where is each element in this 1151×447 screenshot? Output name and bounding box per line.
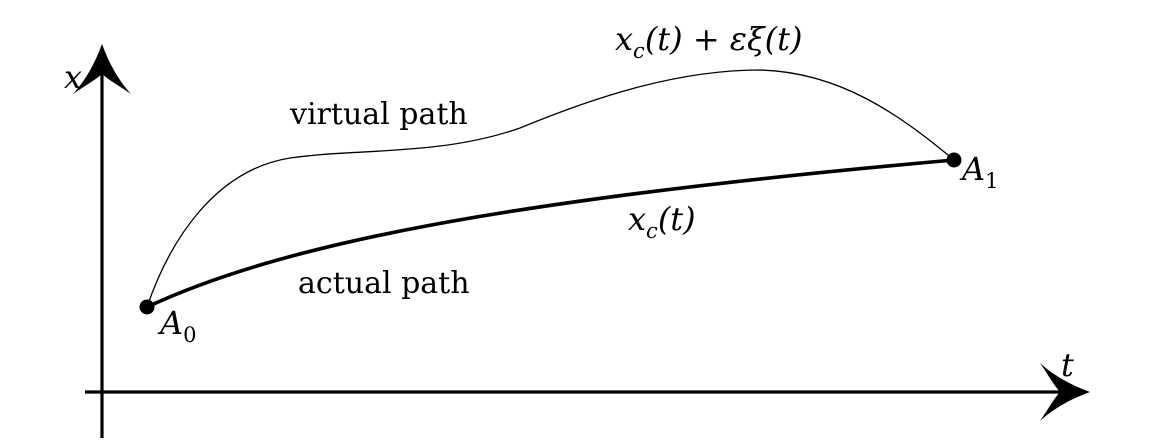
actual-formula-sub: c [646, 219, 658, 243]
point-a0-dot [139, 299, 155, 315]
virtual-formula-rest: (t) + εξ(t) [645, 20, 803, 58]
point-a1-label: A1 [959, 150, 998, 193]
actual-path-label: actual path [298, 266, 470, 301]
point-a0-sub: 0 [183, 323, 196, 347]
point-a1-sub: 1 [985, 169, 998, 193]
actual-formula-rest: (t) [658, 200, 696, 238]
actual-path-curve [146, 158, 955, 309]
x-axis-arrowhead [73, 44, 131, 94]
virtual-path-curve [146, 69, 955, 308]
point-a1-dot [946, 152, 962, 168]
point-a0-name: A [157, 304, 183, 342]
y-axis-label: x [64, 58, 82, 96]
virtual-path-label: virtual path [289, 97, 468, 132]
t-axis-arrowhead [1040, 363, 1090, 421]
virtual-formula-x: x [615, 20, 633, 58]
actual-path-formula: xc(t) [628, 200, 696, 243]
point-a1-name: A [959, 150, 985, 188]
point-a0-label: A0 [157, 304, 196, 347]
virtual-path-formula: xc(t) + εξ(t) [615, 20, 802, 63]
virtual-formula-sub: c [633, 39, 645, 63]
actual-formula-x: x [628, 200, 646, 238]
x-axis-label: t [1061, 346, 1074, 384]
